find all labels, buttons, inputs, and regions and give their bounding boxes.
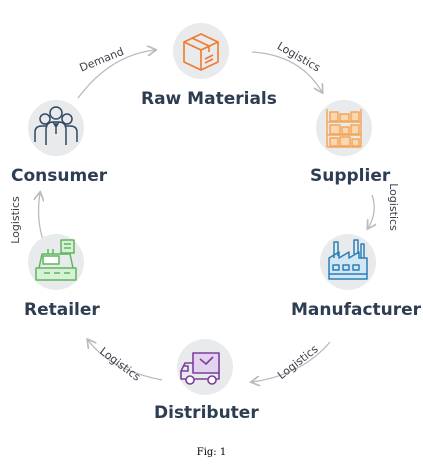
factory-icon bbox=[328, 239, 368, 280]
arrow-manufacturer-to-distributer bbox=[252, 341, 331, 382]
warehouse-shelf-icon bbox=[326, 109, 362, 148]
edge-label-supplier-to-manufacturer: Logistics bbox=[387, 183, 400, 231]
arrow-consumer-to-raw bbox=[77, 50, 155, 99]
figure-caption: Fig: 1 bbox=[196, 447, 227, 458]
arrow-supplier-to-manufacturer bbox=[368, 194, 374, 228]
cash-register-icon bbox=[35, 239, 77, 281]
node-label-supplier: Supplier bbox=[310, 166, 391, 186]
delivery-truck-icon bbox=[180, 352, 220, 385]
edge-label-retailer-to-consumer: Logistics bbox=[9, 196, 22, 244]
edge-label-distributer-to-retailer: Logistics bbox=[97, 345, 143, 384]
edge-label-demand: Demand bbox=[78, 45, 126, 75]
edge-label-raw-to-supplier: Logistics bbox=[275, 39, 323, 74]
node-label-manufacturer: Manufacturer bbox=[291, 300, 422, 320]
node-label-distributer: Distributer bbox=[154, 403, 259, 423]
node-label-retailer: Retailer bbox=[24, 300, 100, 320]
arrow-raw-to-supplier bbox=[251, 51, 322, 92]
box-icon bbox=[183, 33, 219, 71]
node-label-raw-materials: Raw Materials bbox=[141, 89, 277, 109]
arrow-retailer-to-consumer bbox=[39, 193, 43, 241]
arrow-distributer-to-retailer bbox=[88, 340, 163, 381]
node-circles bbox=[28, 23, 376, 395]
people-group-icon bbox=[34, 106, 78, 145]
node-label-consumer: Consumer bbox=[11, 166, 108, 186]
connectors bbox=[39, 50, 375, 382]
edge-label-manufacturer-to-distributer: Logistics bbox=[275, 342, 321, 382]
